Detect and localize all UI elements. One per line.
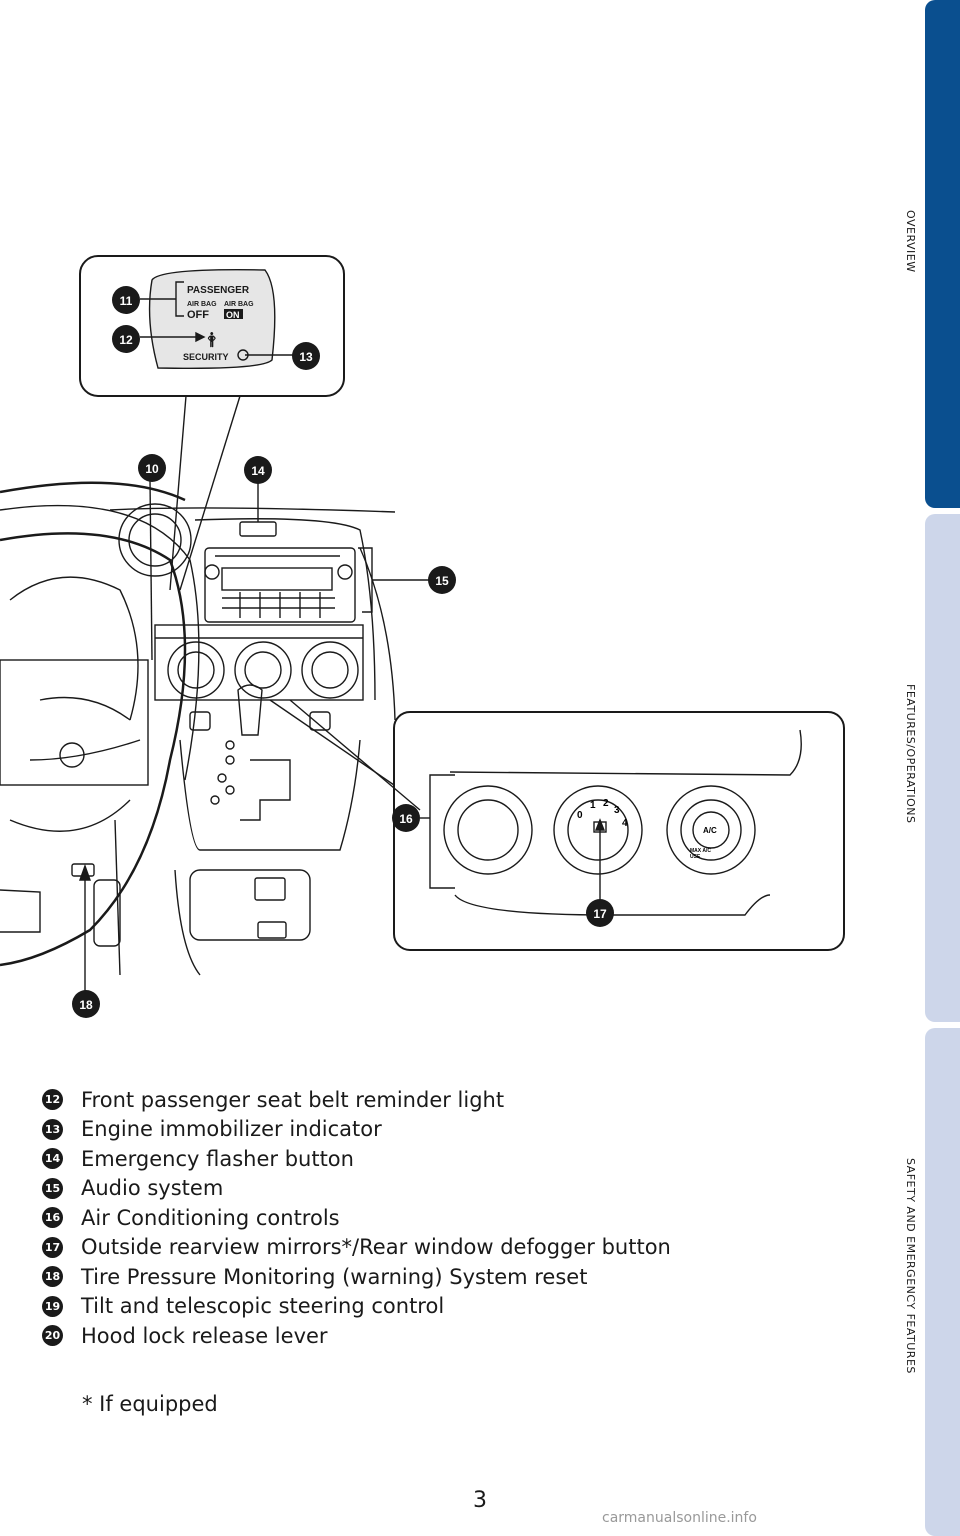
use-label: USE xyxy=(690,854,701,860)
callout-18: 18 xyxy=(72,990,100,1018)
legend-text: Engine immobilizer indicator xyxy=(81,1117,382,1142)
legend-item: 12 Front passenger seat belt reminder lig… xyxy=(42,1085,671,1115)
callout-11: 11 xyxy=(112,286,140,314)
legend-item: 20 Hood lock release lever xyxy=(42,1321,671,1351)
tab-features-operations[interactable]: FEATURES/OPERATIONS xyxy=(904,514,960,1022)
dial-4: 4 xyxy=(622,818,628,829)
svg-text:16: 16 xyxy=(399,812,413,826)
legend-text: Air Conditioning controls xyxy=(81,1205,340,1230)
legend-list: 12 Front passenger seat belt reminder lig… xyxy=(42,1085,671,1351)
svg-text:10: 10 xyxy=(145,462,159,476)
section-tabs: OVERVIEW FEATURES/OPERATIONS SAFETY AND … xyxy=(904,0,960,1536)
panel-airbag-right: AIR BAG xyxy=(224,301,254,308)
svg-text:14: 14 xyxy=(251,464,265,478)
svg-text:15: 15 xyxy=(435,574,449,588)
tab-safety-label: SAFETY AND EMERGENCY FEATURES xyxy=(904,1158,917,1374)
callout-14: 14 xyxy=(244,456,272,484)
svg-text:13: 13 xyxy=(299,350,313,364)
legend-text: Tire Pressure Monitoring (warning) Syste… xyxy=(81,1264,588,1289)
dial-0: 0 xyxy=(577,810,583,821)
panel-airbag-left: AIR BAG xyxy=(187,301,217,308)
legend-item: 17 Outside rearview mirrors*/Rear window … xyxy=(42,1233,671,1263)
legend-number: 14 xyxy=(42,1148,63,1170)
callout-10: 10 xyxy=(138,454,166,482)
callout-13: 13 xyxy=(292,342,320,370)
dial-2: 2 xyxy=(603,798,609,809)
legend-number: 19 xyxy=(42,1295,63,1317)
legend-number: 16 xyxy=(42,1207,63,1229)
legend-number: 12 xyxy=(42,1089,63,1111)
svg-text:12: 12 xyxy=(119,333,133,347)
legend-item: 14 Emergency flasher button xyxy=(42,1144,671,1174)
legend-text: Hood lock release lever xyxy=(81,1323,328,1348)
page-number: 3 xyxy=(473,1488,487,1513)
legend-item: 16 Air Conditioning controls xyxy=(42,1203,671,1233)
legend-number: 17 xyxy=(42,1236,63,1258)
legend-item: 13 Engine immobilizer indicator xyxy=(42,1115,671,1145)
panel-passenger-label: PASSENGER xyxy=(187,285,250,296)
tab-overview[interactable]: OVERVIEW xyxy=(904,0,960,508)
callout-15: 15 xyxy=(428,566,456,594)
callout-16: 16 xyxy=(392,804,420,832)
tab-safety-emergency[interactable]: SAFETY AND EMERGENCY FEATURES xyxy=(904,1028,960,1536)
legend-text: Outside rearview mirrors*/Rear window de… xyxy=(81,1235,671,1260)
svg-text:18: 18 xyxy=(79,998,93,1012)
panel-off-label: OFF xyxy=(187,309,209,321)
legend-number: 20 xyxy=(42,1325,63,1347)
svg-text:11: 11 xyxy=(120,294,133,308)
legend-text: Emergency flasher button xyxy=(81,1146,354,1171)
seatbelt-icon: 🛉 xyxy=(207,331,216,348)
legend-text: Front passenger seat belt reminder light xyxy=(81,1087,505,1112)
ac-label: A/C xyxy=(703,826,717,835)
panel-on-label: ON xyxy=(226,310,240,320)
dashboard-illustration: PASSENGER AIR BAG AIR BAG OFF ON 🛉 SECUR… xyxy=(0,255,845,1018)
watermark: carmanualsonline.info xyxy=(602,1510,757,1526)
legend-number: 18 xyxy=(42,1266,63,1288)
legend-number: 13 xyxy=(42,1118,63,1140)
legend-item: 19 Tilt and telescopic steering control xyxy=(42,1292,671,1322)
panel-security-label: SECURITY xyxy=(183,352,229,362)
footnote: * If equipped xyxy=(82,1392,218,1416)
dial-1: 1 xyxy=(590,800,596,811)
callout-17: 17 xyxy=(586,899,614,927)
legend-item: 15 Audio system xyxy=(42,1174,671,1204)
legend-item: 18 Tire Pressure Monitoring (warning) Sys… xyxy=(42,1262,671,1292)
legend-text: Audio system xyxy=(81,1176,224,1201)
svg-text:17: 17 xyxy=(593,907,607,921)
callout-12: 12 xyxy=(112,325,140,353)
max-ac-label: MAX A/C xyxy=(690,848,711,854)
dial-3: 3 xyxy=(614,805,620,816)
legend-number: 15 xyxy=(42,1177,63,1199)
legend-text: Tilt and telescopic steering control xyxy=(81,1294,445,1319)
